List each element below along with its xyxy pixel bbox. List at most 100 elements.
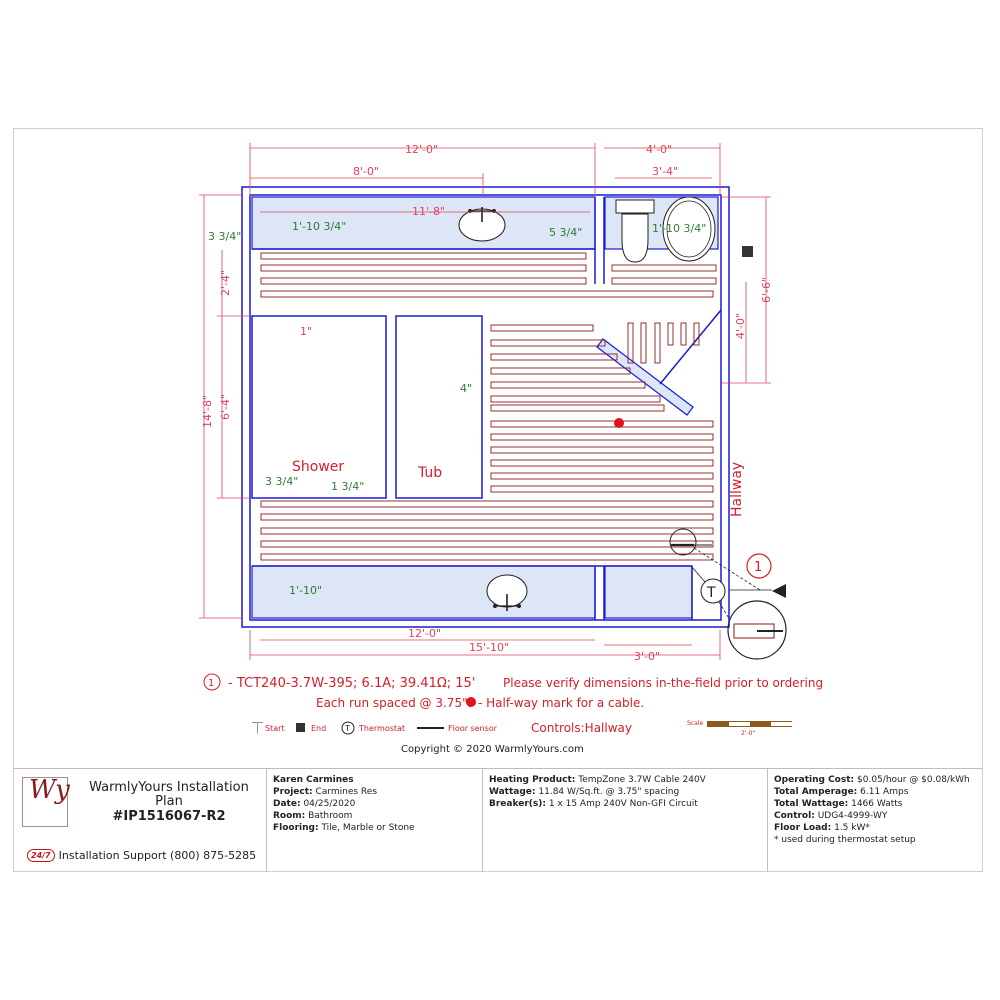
plan-notes: 1 - TCT240-3.7W-395; 6.1A; 39.41Ω; 15' P…: [203, 673, 823, 755]
dim-left-14-8: 14'-8": [201, 395, 214, 428]
client-column: Karen Carmines Project: Carmines Res Dat…: [267, 769, 483, 872]
breaker-value: 1 x 15 Amp 240V Non-GFI Circuit: [548, 799, 698, 809]
cable-run: [640, 322, 647, 364]
legend-floor-sensor: Floor sensor: [448, 724, 498, 733]
support-phone: Installation Support (800) 875-5285: [58, 848, 257, 862]
project-label: Project:: [273, 787, 313, 797]
dim-bottom-counter: 1'-10": [289, 584, 322, 597]
client-name: Karen Carmines: [273, 775, 354, 785]
toilet-icon: [615, 196, 716, 263]
legend-end: End: [311, 724, 326, 733]
cable-start-marker: [772, 584, 786, 598]
verify-note: Please verify dimensions in-the-field pr…: [503, 676, 823, 690]
cable-run: [627, 322, 634, 364]
legend-start: Start: [265, 724, 285, 733]
dim-counter-top: 11'-8": [412, 205, 445, 218]
dim-right-4-0: 4'-0": [734, 313, 747, 339]
halfway-mark: [614, 418, 624, 428]
cable-run: [260, 277, 587, 285]
thermostat-symbol: T: [706, 585, 716, 601]
cost-column: Operating Cost: $0.05/hour @ $0.08/kWh T…: [768, 769, 983, 872]
dim-one-inch: 1": [300, 325, 312, 338]
spacing-note: Each run spaced @ 3.75".: [316, 696, 471, 710]
product-label: Heating Product:: [489, 775, 576, 785]
control-value: UDG4-4999-WY: [817, 811, 888, 821]
cable-run: [490, 446, 714, 454]
cable-run: [490, 339, 606, 347]
dim-counter-left: 1'-10 3/4": [292, 220, 346, 233]
hallway-label: Hallway: [729, 462, 745, 517]
angled-wall: [596, 338, 694, 416]
cable-number-marker: 1: [754, 560, 762, 575]
title-block: Wy WarmlyYours Installation Plan #IP1516…: [13, 768, 983, 872]
plan-sheet: [13, 128, 983, 872]
wattage-value: 11.84 W/Sq.ft. @ 3.75" spacing: [538, 787, 680, 797]
legend-scale-value: 2'-0": [741, 730, 755, 737]
cable-run: [490, 404, 665, 412]
control-label: Control:: [774, 811, 815, 821]
cost-value: $0.05/hour @ $0.08/kWh: [857, 775, 970, 785]
dim-right-6-6: 6'-6": [760, 277, 773, 303]
cable-run: [260, 252, 587, 260]
amperage-value: 6.11 Amps: [860, 787, 909, 797]
cable-run: [260, 540, 714, 548]
heating-column: Heating Product: TempZone 3.7W Cable 240…: [483, 769, 768, 872]
cable-spec-note: - TCT240-3.7W-395; 6.1A; 39.41Ω; 15': [228, 676, 475, 691]
dim-top-8: 8'-0": [353, 165, 379, 178]
cable-run: [490, 353, 618, 361]
cable-run: [611, 264, 717, 272]
svg-text:T: T: [344, 724, 350, 733]
top-sink-icon: [458, 207, 506, 242]
shower: [251, 315, 387, 499]
dim-left-6-4: 6'-4": [219, 394, 232, 420]
total-wattage-label: Total Wattage:: [774, 799, 849, 809]
halfway-note: - Half-way mark for a cable.: [478, 696, 644, 710]
date-value: 04/25/2020: [303, 799, 356, 809]
legend: ⏉ Start End T Thermostat Floor sensor Sc…: [252, 720, 792, 737]
brand-column: Wy WarmlyYours Installation Plan #IP1516…: [13, 769, 267, 872]
cable-run: [260, 500, 714, 508]
flooring-label: Flooring:: [273, 823, 319, 833]
wattage-label: Wattage:: [489, 787, 536, 797]
dim-gap-5-34: 5 3/4": [549, 226, 582, 239]
thermostat-callout: T 1: [669, 528, 787, 660]
end-legend-icon: [296, 723, 305, 732]
cable-run: [260, 513, 714, 521]
start-legend-icon: ⏉: [252, 721, 263, 735]
fixtures: [251, 196, 722, 620]
cable-run: [611, 277, 717, 285]
dim-bottom-12: 12'-0": [408, 627, 441, 640]
date-label: Date:: [273, 799, 301, 809]
cable-run: [693, 322, 700, 346]
halfway-legend-dot: [466, 697, 476, 707]
amperage-label: Total Amperage:: [774, 787, 858, 797]
dim-shower-134: 1 3/4": [331, 480, 364, 493]
controls-note: Controls:Hallway: [531, 721, 632, 735]
dim-top-3-4: 3'-4": [652, 165, 678, 178]
cable-run: [490, 485, 714, 493]
room-label: Room:: [273, 811, 306, 821]
dim-left-3-34: 3 3/4": [208, 230, 241, 243]
support-line: 24/7 Installation Support (800) 875-5285: [27, 849, 256, 862]
tub: [395, 315, 483, 499]
flooring-value: Tile, Marble or Stone: [321, 823, 415, 833]
room-walls: [241, 186, 730, 628]
dim-toilet-depth: 1'-10 3/4": [652, 222, 706, 235]
bottom-vanity-counter: [251, 565, 596, 619]
dim-left-2-4: 2'-4": [219, 270, 232, 296]
dim-shower-334: 3 3/4": [265, 475, 298, 488]
breaker-label: Breaker(s):: [489, 799, 546, 809]
product-value: TempZone 3.7W Cable 240V: [578, 775, 706, 785]
copyright: Copyright © 2020 WarmlyYours.com: [401, 744, 584, 755]
warmlyyours-logo: Wy: [22, 775, 70, 827]
cable-run: [260, 527, 714, 535]
room-value: Bathroom: [308, 811, 353, 821]
dim-four-inch: 4": [460, 382, 472, 395]
cable-run: [490, 381, 646, 389]
cable-run: [490, 433, 714, 441]
legend-thermostat: Thermostat: [358, 724, 405, 733]
total-wattage-value: 1466 Watts: [851, 799, 903, 809]
logo-letters: Wy: [29, 775, 70, 805]
floor-plan: .dim { stroke:#e0435a; stroke-width:0.8;…: [199, 143, 823, 755]
cable-end-marker: [742, 246, 753, 257]
